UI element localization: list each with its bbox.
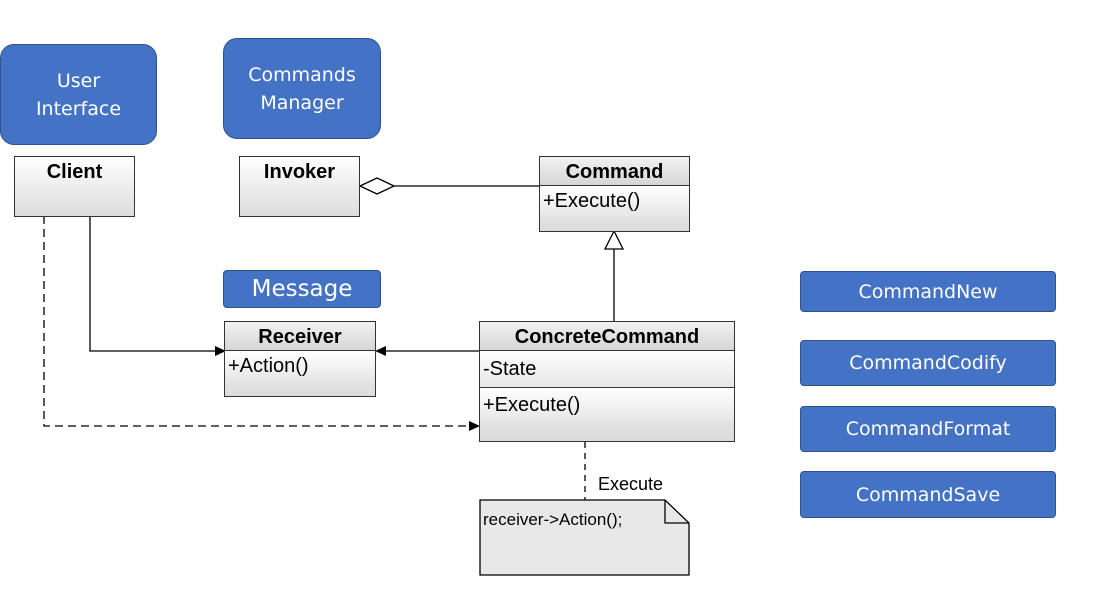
- client-receiver-arrowhead: [215, 346, 226, 356]
- aggregation-diamond: [358, 177, 396, 195]
- generalization-triangle: [603, 229, 625, 250]
- command-codify-label: CommandCodify: [800, 340, 1056, 386]
- command-class: Command +Execute(): [539, 156, 690, 232]
- invoker-class: Invoker: [239, 156, 360, 217]
- concrete-command-class-name: ConcreteCommand: [480, 322, 734, 351]
- note-fold: [664, 500, 689, 524]
- client-class-name: Client: [46, 161, 103, 183]
- note-label: Execute: [598, 474, 664, 494]
- command-format-label: CommandFormat: [800, 406, 1056, 452]
- receiver-class-method: +Action(): [225, 351, 375, 381]
- receiver-class: Receiver +Action(): [224, 321, 376, 397]
- invoker-class-name: Invoker: [263, 161, 336, 183]
- command-new-label: CommandNew: [800, 271, 1056, 312]
- commands-manager-label: Commands Manager: [223, 38, 381, 139]
- concrete-command-method: +Execute(): [480, 387, 734, 422]
- receiver-class-name: Receiver: [225, 322, 375, 351]
- client-class: Client: [14, 156, 135, 217]
- concrete-receiver-arrowhead: [375, 346, 386, 356]
- command-class-method: +Execute(): [540, 186, 689, 216]
- command-class-name: Command: [540, 157, 689, 186]
- client-receiver-edge: [89, 216, 216, 352]
- concrete-command-class: ConcreteCommand -State +Execute(): [479, 321, 735, 442]
- dependency-arrowhead: [469, 421, 480, 431]
- user-interface-label: User Interface: [0, 44, 157, 145]
- note-shape: [479, 499, 690, 576]
- message-label: Message: [223, 270, 381, 308]
- concrete-command-attribute: -State: [480, 351, 734, 387]
- command-save-label: CommandSave: [800, 471, 1056, 518]
- client-concrete-dependency: [43, 216, 470, 427]
- note-text: receiver->Action();: [483, 510, 623, 529]
